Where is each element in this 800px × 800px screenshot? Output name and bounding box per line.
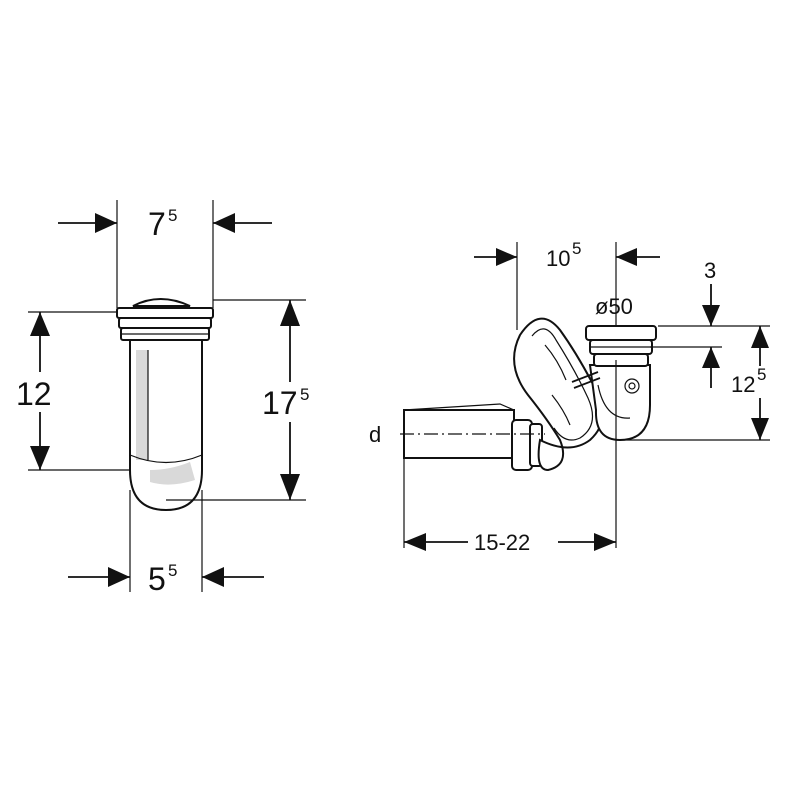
dim-height-inner: 12	[14, 312, 68, 470]
dim-height-total-label: 17	[262, 385, 298, 421]
right-trap-body	[403, 317, 657, 472]
right-trap-view: 10 5 3 ø50 12 5 d	[369, 239, 792, 556]
dim-right-height: 12 5	[730, 326, 792, 440]
dim-right-height-sup: 5	[757, 365, 766, 384]
dim-right-height-label: 12	[731, 372, 755, 397]
dim-height-inner-label: 12	[16, 376, 52, 412]
dim-width-bottom-label: 5	[148, 561, 166, 597]
dim-width-bottom-sup: 5	[168, 561, 177, 580]
left-trap-body	[116, 298, 214, 512]
dim-length: 15-22	[404, 528, 616, 556]
outlet-diameter-label: d	[369, 422, 381, 447]
dim-offset-top-sup: 5	[572, 239, 581, 258]
dim-gap: 3	[702, 258, 720, 388]
diameter-label: ø50	[595, 294, 633, 319]
dim-offset-top: 10 5	[474, 239, 660, 271]
dim-offset-top-label: 10	[546, 246, 570, 271]
dim-width-top-sup: 5	[168, 206, 177, 225]
dim-height-total: 17 5	[262, 300, 324, 500]
dim-width-top-label: 7	[148, 206, 166, 242]
dim-height-total-sup: 5	[300, 385, 309, 404]
left-trap-view: 7 5 12 17 5 5 5	[14, 200, 324, 597]
dim-width-top: 7 5	[58, 206, 272, 242]
dim-length-label: 15-22	[474, 530, 530, 555]
dim-width-bottom: 5 5	[68, 561, 264, 597]
dim-gap-label: 3	[704, 258, 716, 283]
